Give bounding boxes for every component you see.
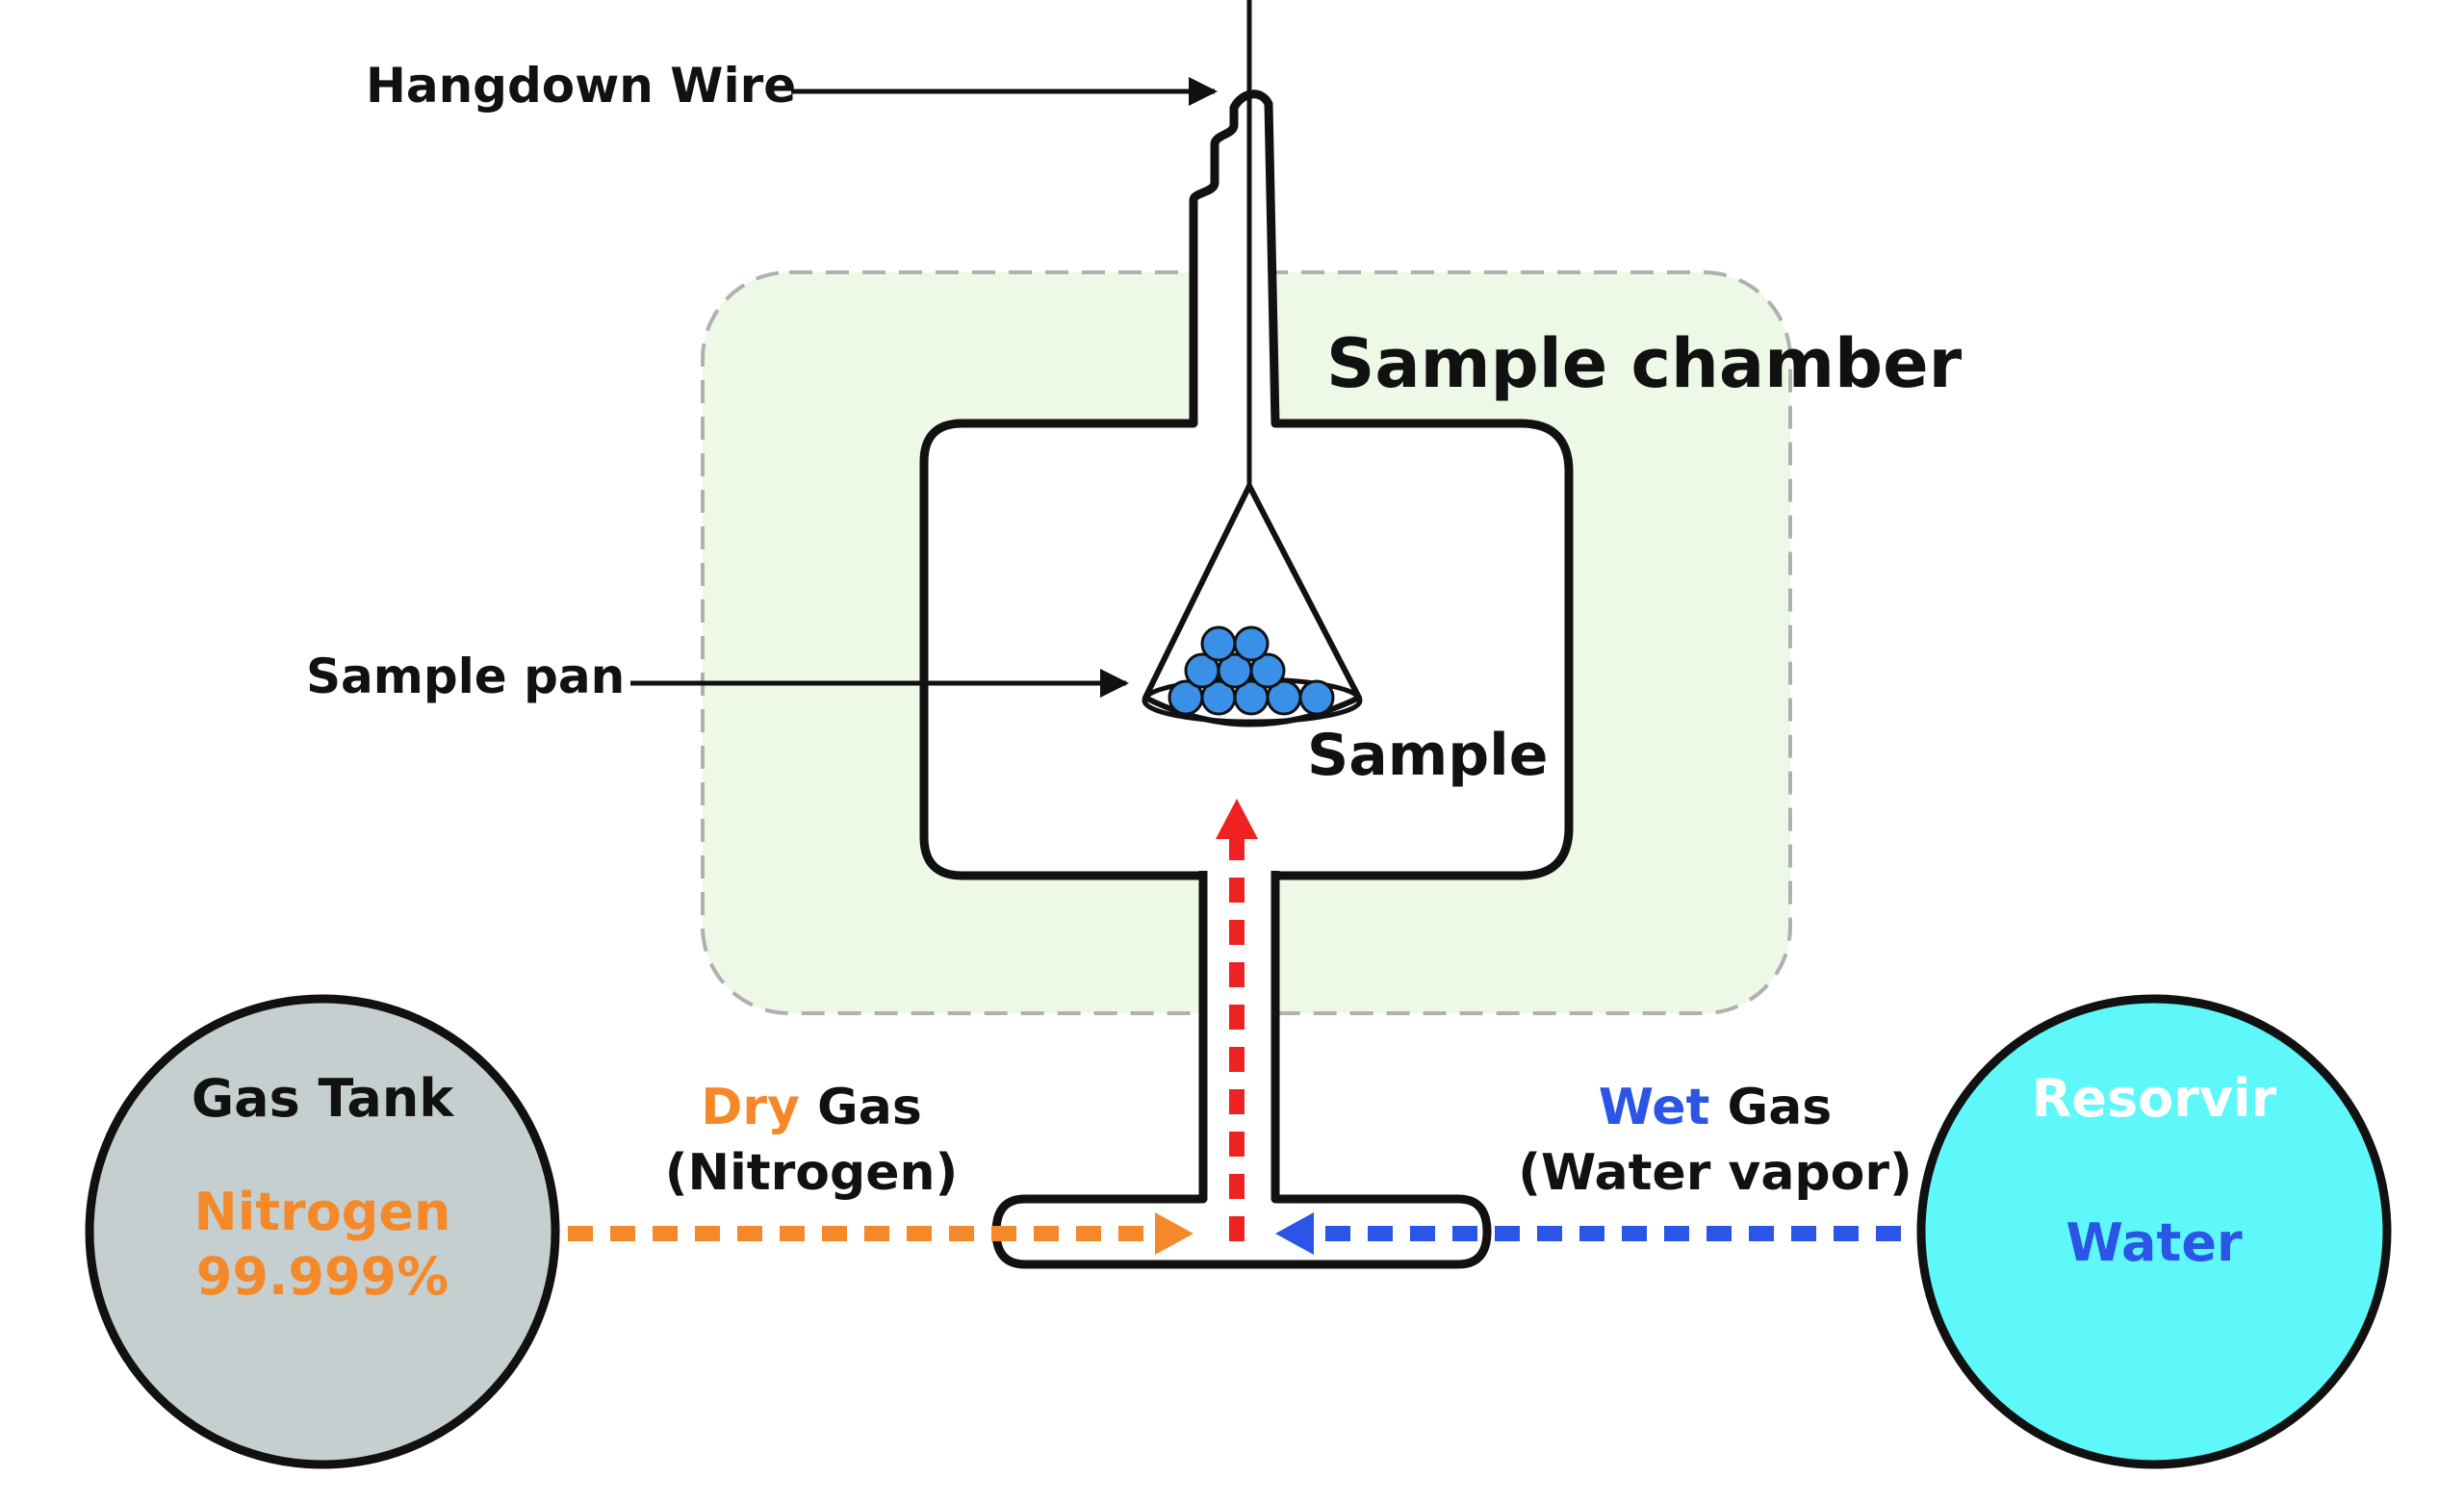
chamber-outline <box>919 89 1574 880</box>
gas-tank <box>85 994 560 1469</box>
water-reservoir <box>1916 994 2392 1469</box>
gas-tank-content: Nitrogen <box>194 1182 451 1242</box>
sample-particles <box>1168 625 1335 716</box>
wet-word: Wet <box>1599 1079 1710 1136</box>
wet-gas-arrowhead <box>1275 1212 1314 1255</box>
wet-gas-label: Wet Gas <box>1599 1079 1832 1136</box>
dry-gas-sub-label: (Nitrogen) <box>665 1144 959 1202</box>
dry-gas-label: Dry Gas <box>701 1079 922 1136</box>
mixed-gas-arrowhead <box>1216 799 1258 839</box>
gas-tank-purity: 99.999% <box>196 1246 449 1307</box>
gas-tank-title: Gas Tank <box>192 1068 454 1129</box>
dry-gas-word: Gas <box>800 1079 922 1136</box>
reservoir-title: Resorvir <box>2032 1068 2277 1129</box>
hangdown-wire-label: Hangdown Wire <box>366 58 796 114</box>
dry-word: Dry <box>701 1079 800 1136</box>
sample-pan-label: Sample pan <box>306 649 625 704</box>
wet-gas-sub-label: (Water vapor) <box>1518 1144 1912 1202</box>
sample-label: Sample <box>1307 722 1548 789</box>
wet-gas-word: Gas <box>1709 1079 1832 1136</box>
sample-chamber-label: Sample chamber <box>1326 324 1963 403</box>
reservoir-content: Water <box>2066 1212 2243 1273</box>
dry-gas-arrowhead <box>1155 1212 1194 1255</box>
